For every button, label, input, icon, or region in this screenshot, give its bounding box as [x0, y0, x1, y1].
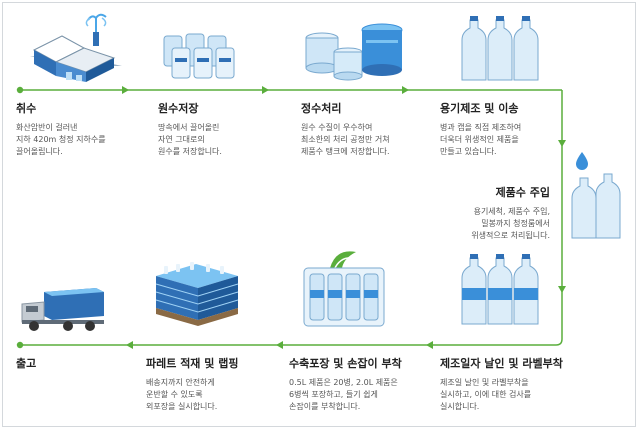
step-desc-line: 운반할 수 있도록 — [146, 390, 203, 399]
step-desc-line: 실시합니다. — [440, 402, 480, 411]
tanks-icon — [163, 33, 235, 79]
step-title: 수축포장 및 손잡이 부착 — [289, 357, 402, 370]
step-title: 정수처리 — [301, 102, 342, 115]
step-title: 제품수 주입 — [495, 186, 550, 199]
step-desc-line: 지하 420m 청정 지하수를 — [16, 135, 106, 144]
step-desc-line: 제품수 탱크에 저장합니다. — [301, 147, 390, 156]
arrowhead-4 — [558, 140, 566, 147]
step-title: 취수 — [16, 102, 37, 115]
step-title: 원수저장 — [158, 102, 199, 115]
step-desc-line: 자연 그대로의 — [158, 135, 205, 144]
arrowhead-7 — [276, 341, 283, 349]
step-desc-line: 원수 수질이 우수하여 — [301, 123, 373, 132]
arrowhead-2 — [262, 86, 269, 94]
step-desc-line: 밀봉까지 청정룸에서 — [481, 219, 550, 228]
step-desc-line: 0.5L 제품은 20병, 2.0L 제품은 — [289, 378, 398, 387]
step-bottling: 용기제조 및 이송 병과 캡을 직접 제조하여 더욱더 위생적인 제품을 만들고… — [440, 100, 521, 158]
step-labeling: 제조일자 날인 및 라벨부착 제조일 날인 및 라벨부착을 실시하고, 이에 대… — [440, 355, 563, 413]
pallet-icon — [155, 262, 239, 326]
step-desc-line: 배송지까지 안전하게 — [146, 378, 215, 387]
step-pallet: 파레트 적재 및 랩핑 배송지까지 안전하게 운반할 수 있도록 외포장을 실시… — [146, 355, 238, 413]
step-desc-line: 끌어올립니다. — [16, 147, 63, 156]
shrink-pack-icon — [303, 251, 385, 327]
step-treatment: 정수처리 원수 수질이 우수하여 최소한의 처리 공정만 거쳐 제품수 탱크에 … — [301, 100, 390, 158]
step-title: 출고 — [16, 357, 37, 370]
step-desc-line: 최소한의 처리 공정만 거쳐 — [301, 135, 390, 144]
step-packing: 수축포장 및 손잡이 부착 0.5L 제품은 20병, 2.0L 제품은 6병씩… — [289, 355, 402, 413]
treatment-tanks-icon — [305, 23, 403, 81]
step-desc-line: 만들고 있습니다. — [440, 147, 497, 156]
diagram-frame — [2, 2, 636, 427]
step-shipping: 출고 — [16, 355, 36, 371]
step-desc-line: 제조일 날인 및 라벨부착을 — [440, 378, 529, 387]
arrowhead-8 — [126, 341, 133, 349]
arrowhead-1 — [122, 86, 129, 94]
water-drop-icon — [571, 152, 621, 239]
step-desc-line: 병과 캡을 직접 제조하여 — [440, 123, 522, 132]
truck-icon — [21, 288, 104, 331]
step-intake: 취수 화산암반이 걸러낸 지하 420m 청정 지하수를 끌어올립니다. — [16, 100, 106, 158]
step-desc-line: 땅속에서 끌어올린 — [158, 123, 220, 132]
step-storage: 원수저장 땅속에서 끌어올린 자연 그대로의 원수를 저장합니다. — [158, 100, 222, 158]
step-desc-line: 6병씩 포장하고, 들기 쉽게 — [289, 390, 378, 399]
step-title: 제조일자 날인 및 라벨부착 — [440, 357, 563, 370]
step-desc-line: 외포장을 실시합니다. — [146, 402, 218, 411]
step-desc-line: 원수를 저장합니다. — [158, 147, 222, 156]
step-title: 파레트 적재 및 랩핑 — [146, 357, 239, 370]
labeled-bottles-icon — [461, 254, 539, 325]
arrowhead-6 — [426, 341, 433, 349]
flow-line-right-bottom — [20, 90, 563, 346]
arrowhead-3 — [402, 86, 409, 94]
step-desc-line: 손잡이를 부착합니다. — [289, 402, 361, 411]
step-desc-line: 용기세척, 제품수 주입, — [473, 207, 550, 216]
step-filling: 제품수 주입 용기세척, 제품수 주입, 밀봉까지 청정룸에서 위생적으로 처리… — [446, 184, 550, 242]
arrowhead-5 — [558, 286, 566, 293]
step-desc-line: 실시하고, 이에 대한 검사를 — [440, 390, 532, 399]
step-desc-line: 위생적으로 처리됩니다. — [471, 231, 550, 240]
step-title: 용기제조 및 이송 — [440, 102, 519, 115]
step-desc-line: 화산암반이 걸러낸 — [16, 123, 78, 132]
bottles-icon — [461, 16, 539, 81]
step-desc-line: 더욱더 위생적인 제품을 — [440, 135, 519, 144]
pump-house-icon — [30, 13, 122, 82]
